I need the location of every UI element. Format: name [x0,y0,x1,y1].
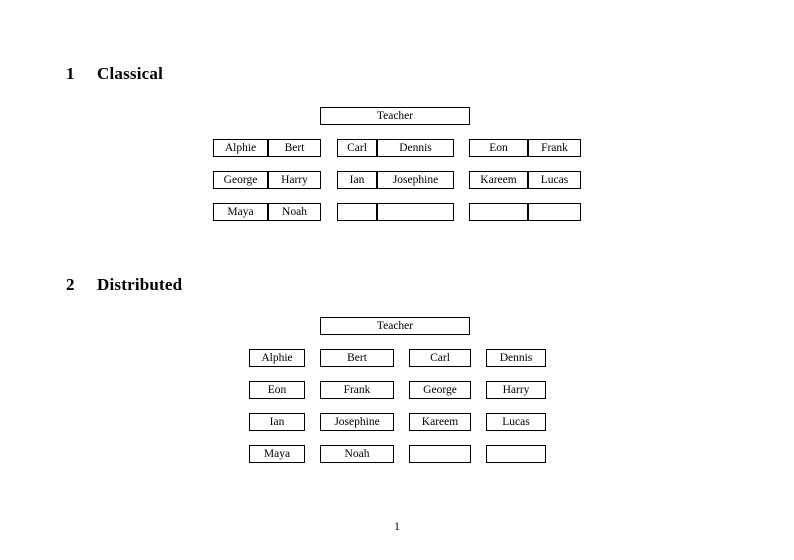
classical-group-right-row-1: Eon Frank [469,139,581,157]
student-cell-empty [528,203,581,221]
distributed-cell: Alphie [249,349,305,367]
distributed-cell-empty [409,445,471,463]
distributed-cell: Harry [486,381,546,399]
section-title: Distributed [97,275,183,294]
student-cell: Carl [409,349,471,367]
classical-group-middle-row-2: Ian Josephine [337,171,454,189]
teacher-cell: Teacher [320,107,470,125]
student-cell-empty [469,203,528,221]
student-cell-empty [377,203,454,221]
distributed-cell: Carl [409,349,471,367]
distributed-cell: Josephine [320,413,394,431]
section-heading-classical: 1 Classical [66,64,163,84]
distributed-cell: Eon [249,381,305,399]
classical-group-middle-row-1: Carl Dennis [337,139,454,157]
student-cell: Eon [249,381,305,399]
section-title: Classical [97,64,164,83]
distributed-cell: Maya [249,445,305,463]
classical-group-right-row-3 [469,203,581,221]
classical-group-left-row-1: Alphie Bert [213,139,321,157]
student-cell-empty [409,445,471,463]
student-cell: Dennis [486,349,546,367]
distributed-cell: George [409,381,471,399]
student-cell: Lucas [486,413,546,431]
student-cell: Bert [320,349,394,367]
teacher-box-classical: Teacher [320,107,470,125]
distributed-cell: Lucas [486,413,546,431]
student-cell: Frank [528,139,581,157]
distributed-cell: Frank [320,381,394,399]
student-cell: Harry [268,171,321,189]
student-cell: Carl [337,139,377,157]
student-cell: Maya [249,445,305,463]
classical-group-left-row-2: George Harry [213,171,321,189]
page-number: 1 [394,521,400,533]
classical-group-right-row-2: Kareem Lucas [469,171,581,189]
student-cell: George [213,171,268,189]
student-cell: Harry [486,381,546,399]
student-cell: Alphie [213,139,268,157]
classical-group-middle-row-3 [337,203,454,221]
student-cell: Josephine [320,413,394,431]
student-cell: Noah [268,203,321,221]
student-cell: Lucas [528,171,581,189]
section-number: 2 [66,275,75,294]
teacher-box-distributed: Teacher [320,317,470,335]
distributed-cell: Bert [320,349,394,367]
student-cell: Bert [268,139,321,157]
student-cell: Maya [213,203,268,221]
student-cell: Noah [320,445,394,463]
student-cell: George [409,381,471,399]
student-cell-empty [486,445,546,463]
student-cell: Ian [249,413,305,431]
student-cell: Eon [469,139,528,157]
student-cell: Kareem [409,413,471,431]
section-number: 1 [66,64,75,83]
distributed-cell: Ian [249,413,305,431]
student-cell: Ian [337,171,377,189]
classical-group-left-row-3: Maya Noah [213,203,321,221]
student-cell: Frank [320,381,394,399]
student-cell: Alphie [249,349,305,367]
student-cell: Kareem [469,171,528,189]
section-heading-distributed: 2 Distributed [66,275,182,295]
student-cell-empty [337,203,377,221]
student-cell: Dennis [377,139,454,157]
distributed-cell: Kareem [409,413,471,431]
teacher-cell: Teacher [320,317,470,335]
distributed-cell-empty [486,445,546,463]
distributed-cell: Noah [320,445,394,463]
student-cell: Josephine [377,171,454,189]
distributed-cell: Dennis [486,349,546,367]
